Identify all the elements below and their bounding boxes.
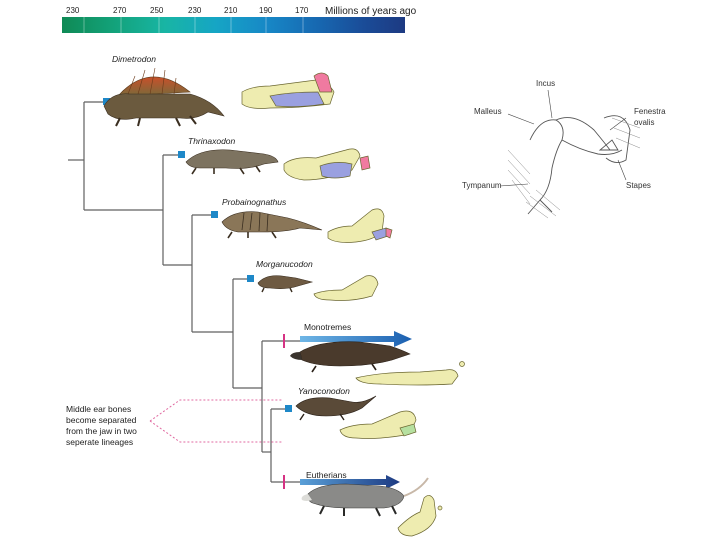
annotation-line: become separated <box>66 415 137 425</box>
tick-label: 170 <box>295 6 309 15</box>
ear-ossicles-diagram: Incus Malleus Fenestra ovalis Tympanum S… <box>462 79 666 219</box>
ear-label-fenestra-2: ovalis <box>634 118 654 127</box>
annotation-text: Middle ear bones become separated from t… <box>66 404 137 447</box>
ear-label-stapes: Stapes <box>626 181 651 190</box>
branch-yanoconodon <box>270 408 288 482</box>
ear-label-tympanum: Tympanum <box>462 181 502 190</box>
branch-morganucodon <box>232 278 250 388</box>
opossum-illustration <box>301 477 429 517</box>
timeline-ticks: 230 270 250 230 210 190 170 <box>66 6 309 15</box>
taxon-label-monotremes: Monotremes <box>304 322 351 332</box>
node-marker <box>211 211 218 218</box>
probainognathus-illustration <box>221 211 323 239</box>
cladogram-branches <box>68 101 300 483</box>
taxon-label-morganucodon: Morganucodon <box>256 259 313 269</box>
taxon-label-eutherians: Eutherians <box>306 470 347 480</box>
arrow-monotremes <box>300 331 412 347</box>
jaw-monotremes <box>355 361 465 386</box>
thrinaxodon-illustration <box>185 149 279 175</box>
annotation-callout <box>149 399 282 443</box>
node-marker <box>103 98 110 105</box>
group-labels: Monotremes Eutherians <box>304 322 351 480</box>
timeline-bar <box>62 17 405 33</box>
dimetrodon-illustration <box>103 67 225 127</box>
annotation-line: Middle ear bones <box>66 404 131 414</box>
yanoconodon-illustration <box>295 395 377 421</box>
tick-label: 210 <box>224 6 238 15</box>
branch-monotremes <box>261 340 300 452</box>
taxon-label-dimetrodon: Dimetrodon <box>112 54 156 64</box>
ear-label-malleus: Malleus <box>474 107 502 116</box>
node-marker <box>247 275 254 282</box>
jaw-yanoconodon <box>339 410 417 439</box>
arrow-eutherians <box>300 475 400 489</box>
branch-dimetrodon <box>83 101 104 210</box>
jaw-eutherians <box>397 495 443 537</box>
platypus-illustration <box>290 341 411 373</box>
branch-probainognathus <box>191 214 214 332</box>
tick-label: 190 <box>259 6 273 15</box>
timeline-dividers <box>83 17 304 33</box>
jaw-thrinaxodon <box>283 148 371 181</box>
timeline-unit-label: Millions of years ago <box>325 6 417 17</box>
tick-label: 270 <box>113 6 127 15</box>
lineage-arrows <box>300 331 412 489</box>
branch-thrinaxodon <box>162 154 182 265</box>
taxon-label-probainognathus: Probainognathus <box>222 197 287 207</box>
tick-label: 250 <box>150 6 164 15</box>
tick-label: 230 <box>188 6 202 15</box>
ear-label-fenestra-1: Fenestra <box>634 107 666 116</box>
tick-label: 230 <box>66 6 80 15</box>
jaw-morganucodon <box>313 275 379 301</box>
annotation-line: seperate lineages <box>66 437 133 447</box>
node-markers <box>103 98 292 412</box>
taxon-label-yanoconodon: Yanoconodon <box>298 386 350 396</box>
node-marker <box>178 151 185 158</box>
morganucodon-illustration <box>257 275 314 293</box>
taxon-labels: Dimetrodon Thrinaxodon Probainognathus M… <box>112 54 350 396</box>
ear-label-incus: Incus <box>536 79 555 88</box>
annotation-line: from the jaw in two <box>66 426 137 436</box>
taxon-label-thrinaxodon: Thrinaxodon <box>188 136 236 146</box>
jaw-dimetrodon <box>241 72 335 109</box>
timeline: 230 270 250 230 210 190 170 Millions of … <box>62 6 417 33</box>
jaw-probainognathus <box>327 208 393 243</box>
node-marker <box>285 405 292 412</box>
